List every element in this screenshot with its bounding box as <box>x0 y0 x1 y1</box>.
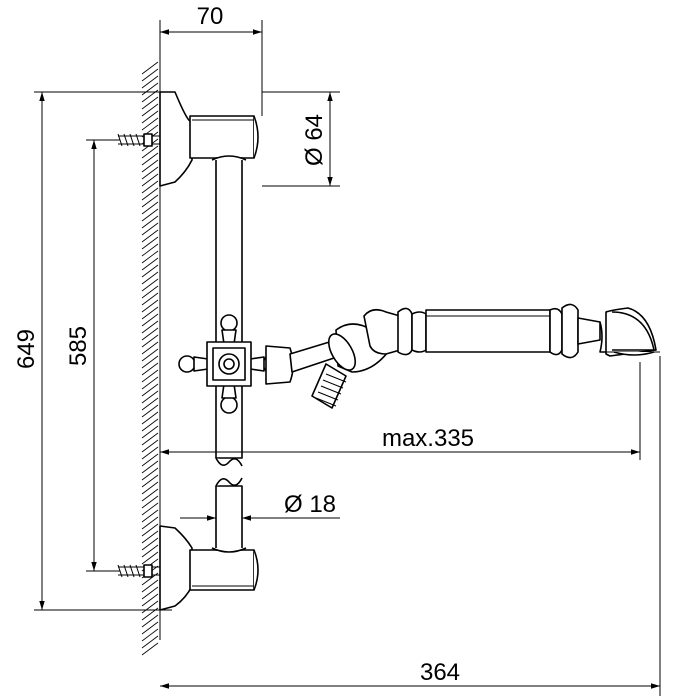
dimension-label-585: 585 <box>65 326 92 366</box>
dimension-pipe-diameter: Ø 64 <box>262 91 340 187</box>
lower-wall-bracket <box>117 525 259 611</box>
slider-assembly <box>178 314 294 414</box>
upper-wall-bracket <box>117 91 259 187</box>
hose-elbow <box>289 308 401 409</box>
dimension-label-649: 649 <box>13 329 40 369</box>
dimension-label-364: 364 <box>420 659 460 686</box>
dimension-label-diameter-18: Ø 18 <box>284 491 336 518</box>
dimension-max-reach: max.335 <box>160 362 641 460</box>
lower-wall-plug <box>117 564 160 578</box>
upper-wall-plug <box>117 133 160 147</box>
dimension-label-70: 70 <box>197 3 224 30</box>
dimension-label-diameter-64: Ø 64 <box>301 114 328 166</box>
dimension-overall-height: 649 <box>13 91 172 611</box>
dimension-bracket-spacing: 585 <box>65 139 120 572</box>
dimension-top-width: 70 <box>159 3 263 116</box>
dimension-overall-depth: 364 <box>160 356 661 696</box>
dimension-bar-diameter: Ø 18 <box>180 491 340 521</box>
dimension-label-max-335: max.335 <box>382 425 474 452</box>
hand-shower <box>397 303 660 359</box>
